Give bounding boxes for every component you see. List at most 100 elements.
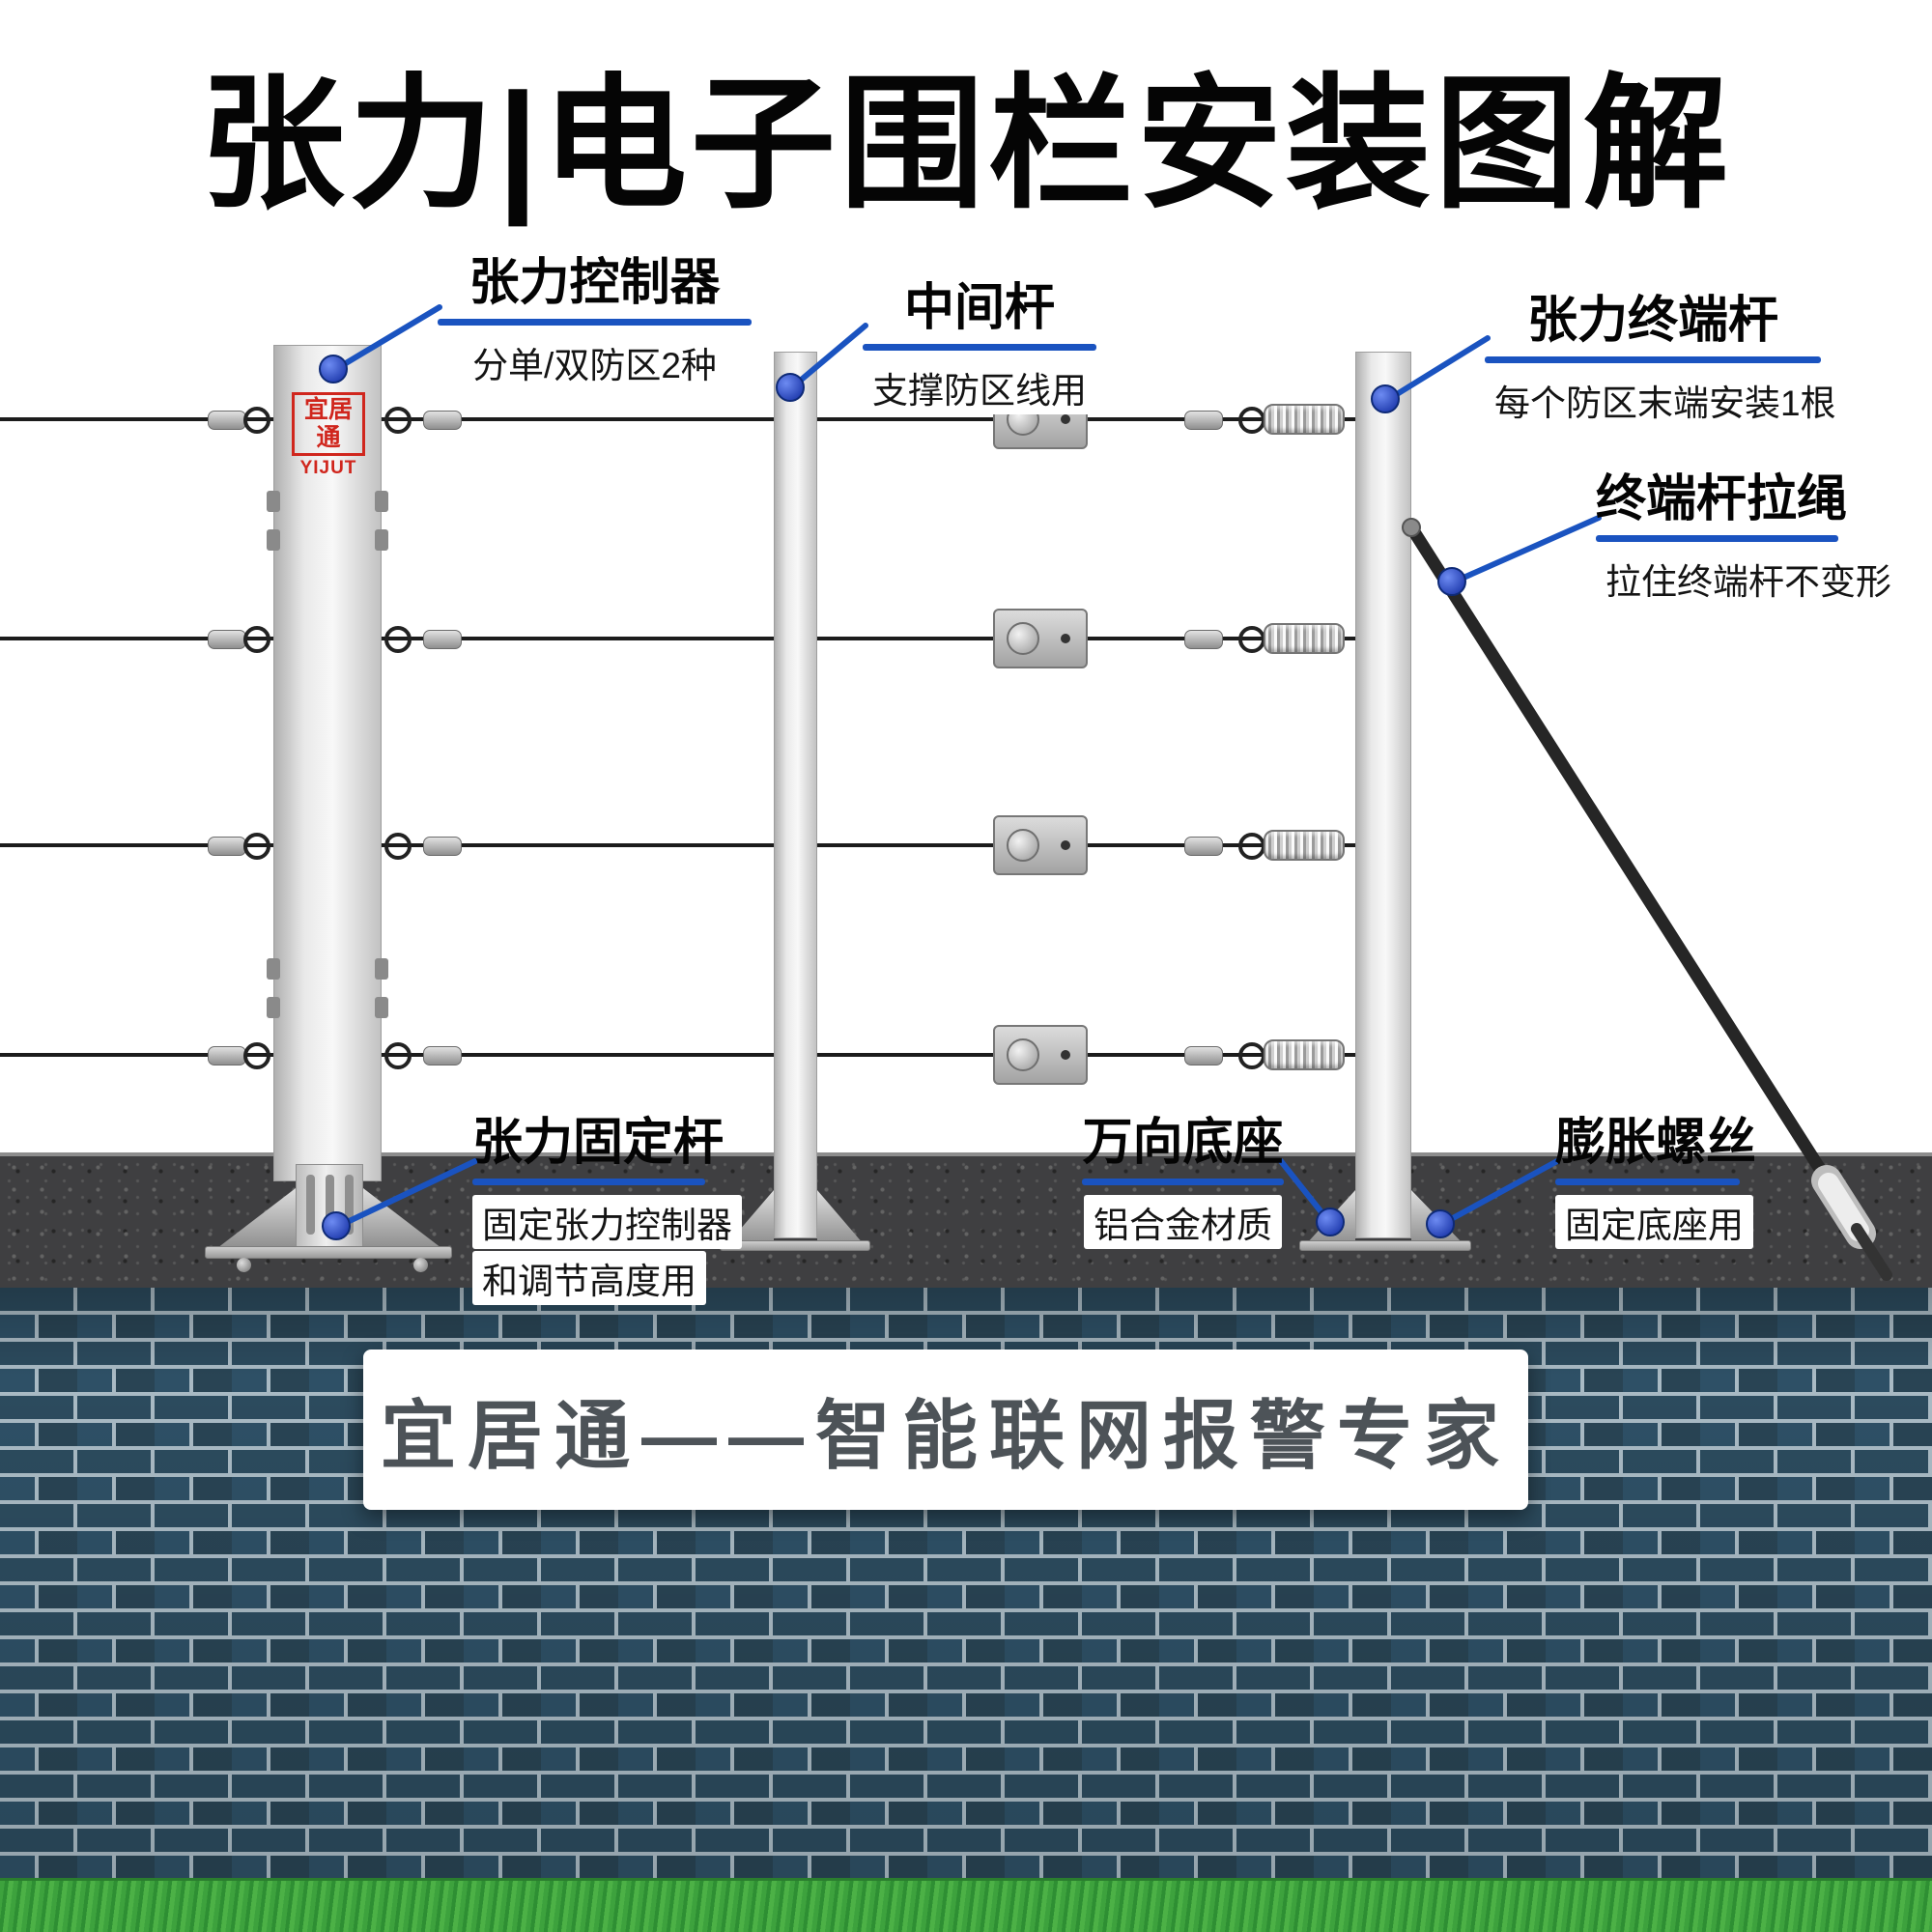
- pole-clamp: [267, 958, 280, 980]
- wire-sleeve: [208, 837, 246, 856]
- callout-desc-text: 拉住终端杆不变形: [1596, 552, 1901, 606]
- pole-clamp: [267, 491, 280, 512]
- bracket-slot: [306, 1175, 315, 1235]
- callout-terminal-pole: 张力终端杆 每个防区末端安装1根: [1485, 279, 1846, 427]
- callout-title: 张力固定杆: [472, 1115, 724, 1171]
- callout-title: 终端杆拉绳: [1596, 471, 1848, 527]
- callout-desc: 支撑防区线用: [863, 360, 1096, 414]
- tension-spring: [1264, 830, 1345, 861]
- anchor-bolt: [413, 1258, 428, 1272]
- bracket-slot: [345, 1175, 354, 1235]
- callout-universal-base: 万向底座 铝合金材质: [1082, 1101, 1284, 1249]
- tension-plate: [993, 815, 1088, 875]
- pole-clamp: [267, 529, 280, 551]
- plate-screw: [1061, 840, 1070, 850]
- pole-base-plate: [1299, 1240, 1471, 1251]
- callout-underline: [438, 319, 752, 326]
- wire-sleeve: [423, 411, 462, 430]
- callout-title: 万向底座: [1082, 1115, 1284, 1171]
- brand-logo-en: YIJUT: [299, 457, 357, 478]
- middle-pole: [774, 352, 817, 1238]
- callout-desc: 和调节高度用: [472, 1251, 706, 1305]
- brick-wall: [0, 1288, 1932, 1882]
- pole-base-plate: [720, 1240, 870, 1251]
- fixing-bracket: [296, 1164, 363, 1253]
- wire-sleeve: [208, 411, 246, 430]
- tension-spring: [1264, 623, 1345, 654]
- callout-desc: 拉住终端杆不变形: [1596, 552, 1901, 606]
- callout-pull-rope: 终端杆拉绳 拉住终端杆不变形: [1596, 458, 1901, 606]
- callout-line: [1452, 515, 1602, 584]
- wire-eyelet: [1238, 407, 1265, 434]
- callout-desc-text: 每个防区末端安装1根: [1485, 373, 1846, 427]
- brand-logo-cn: 宜居通: [292, 392, 365, 456]
- callout-desc: 固定底座用: [1555, 1195, 1753, 1249]
- callout-expansion-screw: 膨胀螺丝 固定底座用: [1555, 1101, 1757, 1249]
- fence-wire: [0, 843, 1391, 847]
- callout-desc: 分单/双防区2种: [438, 335, 752, 389]
- brand-logo: 宜居通 YIJUT: [292, 392, 365, 479]
- callout-desc: 固定张力控制器: [472, 1195, 742, 1249]
- pole-clamp: [375, 997, 388, 1018]
- wire-eyelet: [243, 626, 270, 653]
- callout-underline: [863, 344, 1096, 351]
- wire-sleeve: [423, 1046, 462, 1065]
- wire-eyelet: [384, 1042, 412, 1069]
- tension-spring: [1264, 404, 1345, 435]
- brand-banner: 宜居通——智能联网报警专家: [363, 1350, 1528, 1510]
- wire-eyelet: [384, 833, 412, 860]
- callout-middle-pole: 中间杆 支撑防区线用: [863, 267, 1096, 414]
- callout-underline: [1082, 1179, 1284, 1185]
- wire-sleeve: [208, 630, 246, 649]
- callout-tension-controller: 张力控制器 分单/双防区2种: [438, 242, 752, 389]
- callout-underline: [1485, 356, 1821, 363]
- pole-clamp: [375, 958, 388, 980]
- plate-knob: [1007, 829, 1039, 862]
- tension-plate: [993, 1025, 1088, 1085]
- pole-clamp: [375, 529, 388, 551]
- pole-clamp: [375, 491, 388, 512]
- wire-eyelet: [243, 407, 270, 434]
- wire-eyelet: [384, 407, 412, 434]
- callout-fixing-pole: 张力固定杆 固定张力控制器 和调节高度用: [472, 1101, 742, 1305]
- pole-base-plate: [205, 1246, 452, 1259]
- page-title: 张力|电子围栏安装图解: [200, 63, 1732, 225]
- wire-sleeve: [1184, 630, 1223, 649]
- wire-eyelet: [243, 833, 270, 860]
- fence-wire: [0, 637, 1391, 640]
- wire-eyelet: [243, 1042, 270, 1069]
- callout-desc-text: 固定底座用: [1555, 1195, 1753, 1249]
- bracket-slot: [326, 1175, 334, 1235]
- wire-sleeve: [1184, 1046, 1223, 1065]
- callout-dot: [1437, 567, 1466, 596]
- wire-sleeve: [1184, 411, 1223, 430]
- callout-desc-text: 和调节高度用: [472, 1251, 706, 1305]
- wire-eyelet: [384, 626, 412, 653]
- wire-eyelet: [1238, 833, 1265, 860]
- wire-sleeve: [208, 1046, 246, 1065]
- callout-underline: [472, 1179, 705, 1185]
- pole-clamp: [267, 997, 280, 1018]
- callout-title: 膨胀螺丝: [1555, 1115, 1757, 1171]
- callout-desc-text: 分单/双防区2种: [463, 335, 726, 389]
- fence-wire: [0, 417, 1391, 421]
- wire-eyelet: [1238, 1042, 1265, 1069]
- wire-sleeve: [423, 630, 462, 649]
- plate-knob: [1007, 622, 1039, 655]
- anchor-bolt: [237, 1258, 251, 1272]
- callout-underline: [1596, 535, 1838, 542]
- wire-sleeve: [423, 837, 462, 856]
- callout-desc: 铝合金材质: [1082, 1195, 1284, 1249]
- tension-plate: [993, 609, 1088, 668]
- wire-eyelet: [1238, 626, 1265, 653]
- callout-underline: [1555, 1179, 1740, 1185]
- wire-sleeve: [1184, 837, 1223, 856]
- callout-desc: 每个防区末端安装1根: [1485, 373, 1846, 427]
- plate-screw: [1061, 414, 1070, 424]
- terminal-pole: [1355, 352, 1411, 1238]
- callout-title: 张力终端杆: [1526, 293, 1778, 349]
- callout-desc-text: 固定张力控制器: [472, 1195, 742, 1249]
- tension-spring: [1264, 1039, 1345, 1070]
- callout-desc-text: 支撑防区线用: [863, 360, 1096, 414]
